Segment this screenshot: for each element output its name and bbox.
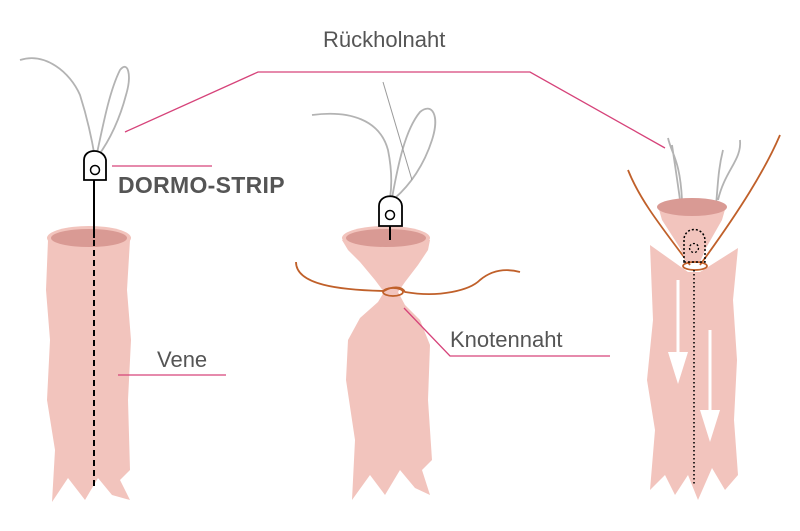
leader-lines — [112, 71, 666, 376]
down-arrow-icon — [668, 280, 688, 384]
label-vein: Vene — [157, 347, 208, 372]
retrieval-thread-3 — [667, 137, 741, 206]
panel-3-stripped-vein — [627, 134, 781, 500]
vein-body-2 — [342, 240, 432, 500]
dormo-strip-head-icon — [378, 195, 403, 227]
knot-suture-knot-3 — [682, 261, 708, 271]
label-knot-suture: Knotennaht — [450, 327, 563, 352]
knot-suture-thread — [295, 261, 521, 295]
leader-retrieval-gray — [382, 81, 413, 181]
vein-cuff-3 — [658, 206, 726, 262]
leader-knot-suture — [403, 307, 610, 357]
dormo-strip-head-icon — [683, 228, 706, 263]
leader-retrieval-suture — [124, 71, 666, 149]
vein-body-3 — [647, 245, 738, 500]
knot-suture-thread-3 — [627, 134, 781, 266]
vein-opening-3 — [657, 198, 727, 216]
label-retrieval-suture: Rückholnaht — [323, 27, 446, 52]
vein-body-1 — [46, 240, 131, 502]
panel-1-vein-with-strip — [19, 57, 131, 502]
down-arrow-icon — [700, 330, 720, 442]
vein-lumen-2 — [346, 229, 426, 247]
label-device: DORMO-STRIP — [118, 172, 285, 198]
vein-lumen-1 — [51, 229, 127, 247]
retrieval-thread-1 — [19, 57, 130, 159]
dormo-strip-head-icon — [83, 150, 107, 181]
knot-suture-knot — [382, 287, 404, 297]
panel-2-knot-suture — [295, 107, 521, 500]
retrieval-thread-2 — [311, 107, 437, 199]
